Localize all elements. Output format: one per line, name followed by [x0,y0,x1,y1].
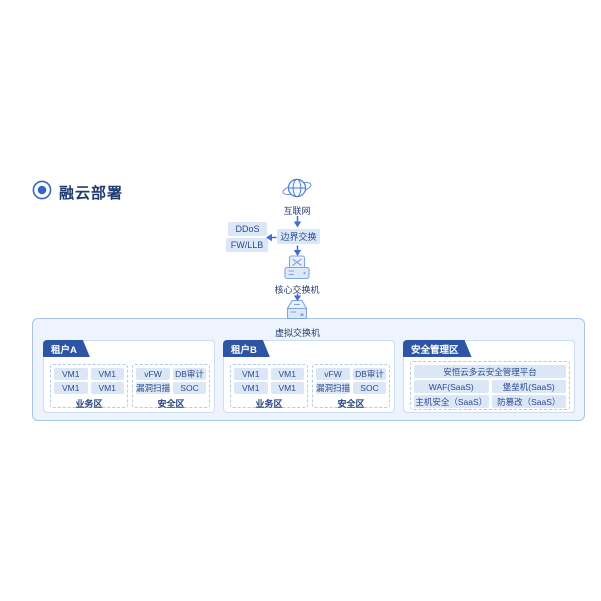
page-title: 融云部署 [59,185,124,202]
virtual-switch-label: 虚拟交换机 [274,328,320,338]
security-chip: 漏洞扫描 [136,382,171,394]
tenant-b-tab: 租户B [223,340,270,357]
vm-chip: VM1 [90,368,124,380]
security-mgmt-card: 安全管理区 安恒云多云安全管理平台 WAF(SaaS) 堡垒机(SaaS) 主机… [403,340,575,413]
security-chip: 漏洞扫描 [316,382,351,394]
bullseye-icon [32,180,52,200]
vm-chip: VM1 [54,382,88,394]
security-chip: SOC [353,382,386,394]
vm-chip: VM1 [90,382,124,394]
vm-chip: VM1 [270,368,304,380]
tenant-a-card: 租户A VM1 VM1 VM1 VM1 业务区 vFW DB审计 漏洞扫描 SO… [43,340,215,413]
vm-chip: VM1 [234,368,268,380]
globe-icon [282,178,312,198]
internet-label: 互联网 [283,206,311,216]
core-switch-label: 核心交换机 [274,285,320,295]
tenant-a-tab: 租户A [43,340,90,357]
fwllb-box: FW/LLB [226,238,268,252]
security-chip: DB审计 [353,368,386,380]
mgmt-chip: 堡垒机(SaaS) [491,380,566,393]
security-chip: vFW [316,368,351,380]
tenant-b-card: 租户B VM1 VM1 VM1 VM1 业务区 vFW DB审计 漏洞扫描 SO… [223,340,395,413]
virtual-switch-icon [286,299,308,320]
security-area-label: 安全区 [157,399,185,409]
tenant-b-security-area: vFW DB审计 漏洞扫描 SOC 安全区 [312,364,390,409]
vm-chip: VM1 [54,368,88,380]
vm-chip: VM1 [270,382,304,394]
business-area-label: 业务区 [75,399,103,409]
tenant-a-business-area: VM1 VM1 VM1 VM1 业务区 [50,364,128,409]
security-area-label: 安全区 [337,399,365,409]
security-mgmt-tab: 安全管理区 [403,340,472,357]
business-area-label: 业务区 [255,399,283,409]
tenant-a-security-area: vFW DB审计 漏洞扫描 SOC 安全区 [132,364,210,409]
core-switch-icon [284,255,310,280]
security-chip: DB审计 [173,368,206,380]
security-mgmt-area: 安恒云多云安全管理平台 WAF(SaaS) 堡垒机(SaaS) 主机安全（Saa… [410,361,570,410]
mgmt-chip: WAF(SaaS) [414,380,489,393]
mgmt-chip: 主机安全（SaaS） [414,395,489,408]
tenant-b-business-area: VM1 VM1 VM1 VM1 业务区 [230,364,308,409]
security-chip: SOC [173,382,206,394]
security-chip: vFW [136,368,171,380]
mgmt-chip: 防篡改（SaaS） [491,395,566,408]
vm-chip: VM1 [234,382,268,394]
border-exchange-box: 边界交换 [277,229,320,244]
mgmt-platform-chip: 安恒云多云安全管理平台 [414,365,566,378]
ddos-box: DDoS [228,222,267,236]
